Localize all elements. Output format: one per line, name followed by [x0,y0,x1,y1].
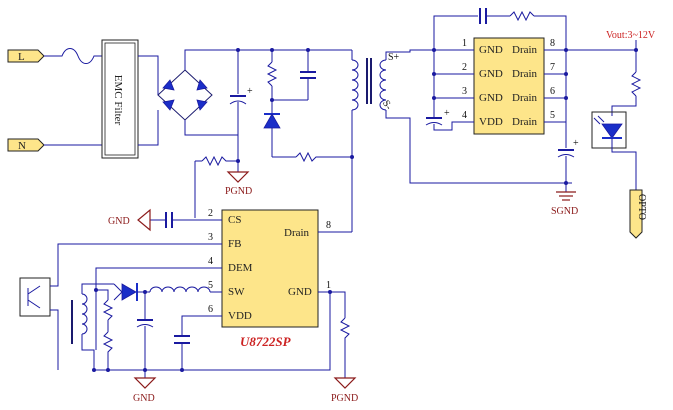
sr-pin6-num: 6 [550,86,555,97]
snubber-resistor [266,50,278,100]
ic-pin-vdd-num: 6 [208,304,213,315]
sr-pin3-num: 3 [462,86,467,97]
sr-snubber-resistor [509,10,535,22]
vdd-capacitor [174,335,190,370]
sr-pin5-name: Drain [512,116,538,128]
emc-filter-label: EMC Filter [112,75,124,126]
pgnd-top-label: PGND [225,186,252,197]
svg-text:+: + [247,86,253,97]
snubber-capacitor [300,50,316,100]
ic-pin-vdd-name: VDD [228,310,252,322]
sw-diode [121,283,138,301]
pgnd-bottom-label: PGND [331,393,358,404]
transformer-s-plus: S+ [388,52,400,63]
pgnd-top-symbol: PGND [225,171,252,197]
flyback-transformer: S+ S- [351,52,400,112]
dem-resistor-upper [96,289,114,321]
ic-pin-sw-num: 5 [208,280,213,291]
ic-pin-cs-num: 2 [208,208,213,219]
sr-pin8-name: Drain [512,44,538,56]
ic-part-number: U8722SP [240,334,292,349]
sgnd-symbol: SGND [551,191,578,217]
sr-pin4-num: 4 [462,110,467,121]
sr-pin7-num: 7 [550,62,555,73]
cs-capacitor [150,212,195,228]
output-voltage-label: Vout:3~12V [606,30,656,41]
snubber-diode [263,100,281,157]
sr-snubber-capacitor [479,8,487,24]
sr-pin2-num: 2 [462,62,467,73]
opto-terminal: OPTO [629,189,647,239]
gnd-bottom-label: GND [133,393,155,404]
controller-ic: CS FB DEM SW VDD Drain GND U8722SP [221,209,319,349]
opto-terminal-label: OPTO [636,194,647,220]
gnd-left-symbol: GND [108,208,151,232]
bulk-capacitor: + [229,50,253,160]
sr-pin2-name: GND [479,68,503,80]
gnd-left-label: GND [108,216,130,227]
ic-pin-dem-name: DEM [228,262,253,274]
sr-pin4-name: VDD [479,116,503,128]
ic-pin-sw-name: SW [228,286,245,298]
ic-pin-cs-name: CS [228,214,241,226]
emc-filter-block: EMC Filter [101,39,139,159]
input-terminal-n: N [7,138,45,152]
pgnd-bottom-symbol: PGND [331,377,358,404]
sync-rect-ic: GND GND GND VDD Drain Drain Drain Drain [473,37,545,135]
ic-pin-dem-num: 4 [208,256,213,267]
svg-text:+: + [573,138,579,149]
sgnd-label: SGND [551,206,578,217]
sr-pin3-name: GND [479,92,503,104]
gnd-bottom-symbol: GND [133,377,157,404]
ic-pin-fb-num: 3 [208,232,213,243]
sr-pin6-name: Drain [512,92,538,104]
sr-pin1-name: GND [479,44,503,56]
ic-pin-drain-num: 8 [326,220,331,231]
opto-led [591,111,627,149]
vdd-decoupling-capacitor: + [425,98,464,131]
input-label-l: L [18,51,25,63]
sr-pin7-name: Drain [512,68,538,80]
sr-pin1-num: 1 [462,38,467,49]
ic-pin-gnd-name: GND [288,286,312,298]
sr-pin8-num: 8 [550,38,555,49]
fuse-symbol [44,48,102,64]
sw-inductor [149,286,211,293]
output-capacitor: + [557,122,579,192]
current-sense-resistor [195,155,238,167]
auxiliary-winding [71,293,88,344]
bridge-rectifier [157,69,213,121]
input-terminal-l: L [7,49,45,63]
opto-transistor [19,277,59,370]
input-label-n: N [18,140,26,152]
output-resistor [630,71,642,97]
ic-pin-gnd-num: 1 [326,280,331,291]
ic-pin-fb-name: FB [228,238,241,250]
sw-capacitor [136,292,154,378]
ic-pin-drain-name: Drain [284,227,310,239]
svg-text:+: + [444,108,450,119]
sr-pin5-num: 5 [550,110,555,121]
transformer-s-minus: S- [380,99,394,112]
dem-resistor-lower [102,320,114,370]
